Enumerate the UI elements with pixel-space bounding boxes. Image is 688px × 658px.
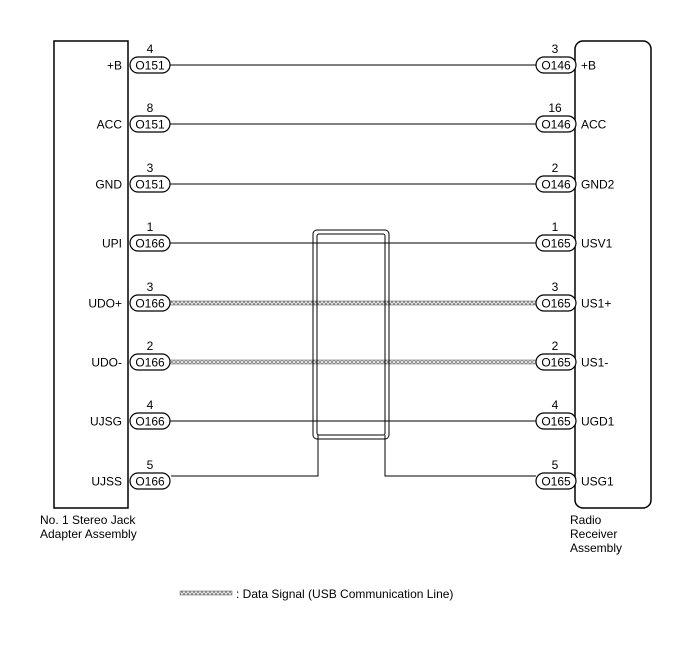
legend: : Data Signal (USB Communication Line)	[179, 587, 453, 601]
shield-outer	[312, 229, 390, 440]
left-terminal-label: UJSS	[91, 475, 122, 489]
right-connector-code: O146	[541, 118, 571, 132]
left-connector	[129, 412, 171, 430]
right-connector	[535, 294, 577, 312]
right-connector-code: O146	[541, 178, 571, 192]
right-component-name-line-3: Assembly	[570, 541, 622, 555]
left-connector-code: O166	[135, 415, 165, 429]
left-connector-code: O166	[135, 475, 165, 489]
right-connector-code: O165	[541, 297, 571, 311]
right-pin-number: 16	[548, 101, 562, 115]
right-terminal-label: +B	[581, 59, 596, 73]
left-component-name-line-2: Adapter Assembly	[40, 527, 137, 541]
left-component-box	[53, 40, 129, 509]
left-terminal-label: UJSG	[90, 415, 122, 429]
left-connector	[129, 353, 171, 371]
wire-row: O151 O146 4 3 +B +B	[107, 42, 596, 74]
legend-text: : Data Signal (USB Communication Line)	[236, 587, 453, 601]
left-component-name-line-1: No. 1 Stereo Jack	[40, 513, 136, 527]
right-terminal-label: USG1	[581, 475, 614, 489]
right-component-name-line-2: Receiver	[570, 527, 617, 541]
right-connector	[535, 472, 577, 490]
left-pin-number: 3	[147, 280, 154, 294]
left-connector	[129, 472, 171, 490]
left-terminal-label: UDO+	[88, 297, 122, 311]
right-pin-number: 3	[552, 42, 559, 56]
legend-data-signal-swatch	[179, 590, 233, 596]
left-pin-number: 4	[147, 398, 154, 412]
right-pin-number: 2	[552, 339, 559, 353]
right-connector	[535, 353, 577, 371]
left-pin-number: 3	[147, 161, 154, 175]
right-pin-number: 1	[552, 220, 559, 234]
right-connector	[535, 412, 577, 430]
left-terminal-label: +B	[107, 59, 122, 73]
right-connector-code: O146	[541, 59, 571, 73]
right-connector-code: O165	[541, 237, 571, 251]
right-component-name-line-1: Radio	[570, 513, 602, 527]
right-pin-number: 5	[552, 458, 559, 472]
right-pin-number: 4	[552, 398, 559, 412]
right-terminal-label: USV1	[581, 237, 613, 251]
left-pin-number: 1	[147, 220, 154, 234]
right-pin-number: 3	[552, 280, 559, 294]
right-connector	[535, 115, 577, 133]
left-pin-number: 8	[147, 101, 154, 115]
left-connector	[129, 56, 171, 74]
shield-enclosure	[171, 229, 536, 477]
shield-drain-left	[171, 435, 319, 477]
left-connector-code: O166	[135, 297, 165, 311]
left-connector-code: O151	[135, 118, 165, 132]
left-terminal-label: GND	[95, 178, 122, 192]
right-pin-number: 2	[552, 161, 559, 175]
right-connector	[535, 56, 577, 74]
right-terminal-label: ACC	[581, 118, 607, 132]
left-connector	[129, 175, 171, 193]
left-terminal-label: ACC	[97, 118, 123, 132]
left-connector-code: O151	[135, 178, 165, 192]
left-pin-number: 5	[147, 458, 154, 472]
left-connector-code: O166	[135, 237, 165, 251]
left-terminal-label: UPI	[102, 237, 122, 251]
right-terminal-label: US1+	[581, 297, 611, 311]
shield-inner	[316, 233, 386, 436]
data-signal-wire	[169, 359, 537, 365]
left-connector	[129, 234, 171, 252]
right-connector	[535, 234, 577, 252]
right-component-box	[574, 40, 652, 509]
shield-drain-right	[384, 435, 536, 477]
right-connector-code: O165	[541, 356, 571, 370]
right-connector-code: O165	[541, 475, 571, 489]
left-connector-code: O151	[135, 59, 165, 73]
left-pin-number: 2	[147, 339, 154, 353]
left-connector	[129, 115, 171, 133]
left-connector-code: O166	[135, 356, 165, 370]
data-signal-wire	[169, 300, 537, 306]
right-terminal-label: GND2	[581, 178, 615, 192]
right-connector	[535, 175, 577, 193]
left-pin-number: 4	[147, 42, 154, 56]
right-terminal-label: US1-	[581, 356, 608, 370]
right-connector-code: O165	[541, 415, 571, 429]
right-terminal-label: UGD1	[581, 415, 615, 429]
left-terminal-label: UDO-	[91, 356, 122, 370]
left-connector	[129, 294, 171, 312]
